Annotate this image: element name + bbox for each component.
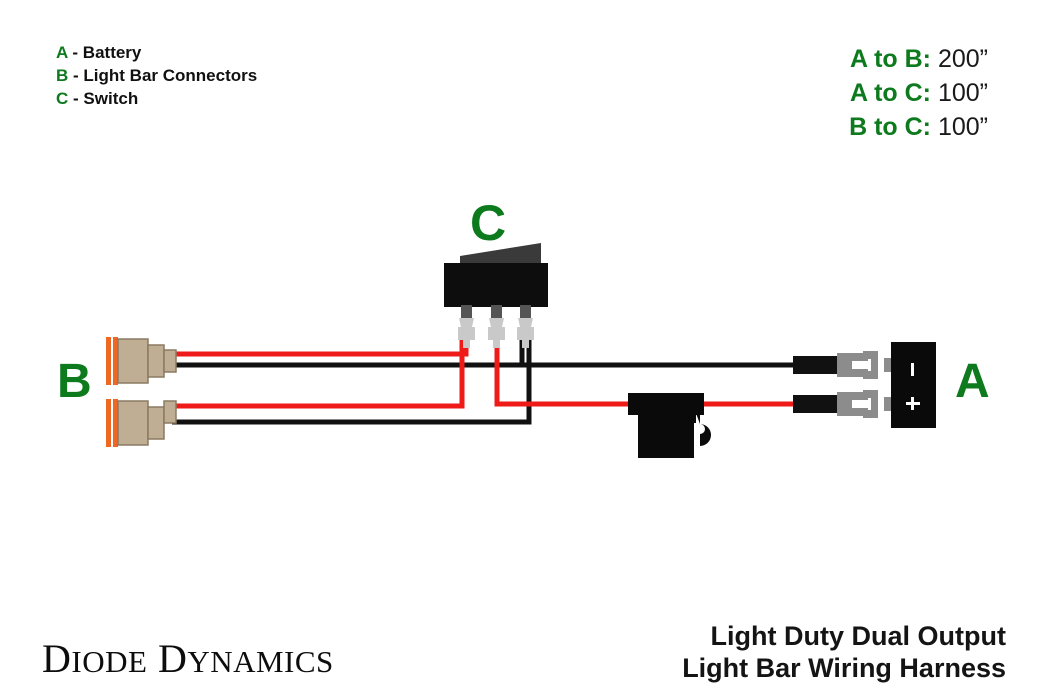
battery-block[interactable] bbox=[884, 342, 936, 428]
wire-bundle bbox=[172, 332, 800, 425]
battery-terminal-positive[interactable] bbox=[793, 390, 878, 418]
product-title-line1: Light Duty Dual Output bbox=[710, 621, 1006, 651]
brand-wordmark: DIODE DYNAMICS bbox=[42, 635, 334, 682]
legend-dash-a: - bbox=[72, 43, 79, 62]
switch-terminal-2[interactable] bbox=[488, 305, 505, 348]
reference-letter-b: B bbox=[57, 355, 92, 408]
switch-terminal-3[interactable] bbox=[517, 305, 534, 348]
reference-letter-c: C bbox=[470, 195, 507, 251]
brand-word2-cap: D bbox=[157, 636, 188, 681]
light-bar-connector-upper[interactable] bbox=[106, 337, 177, 385]
brand-word1-cap: D bbox=[42, 636, 72, 681]
measurement-label-bc: B to C: bbox=[849, 113, 931, 141]
reference-letter-a: A bbox=[955, 355, 990, 408]
switch-body[interactable] bbox=[444, 263, 548, 307]
legend-key-c: C bbox=[56, 89, 69, 108]
legend-item-a: A - Battery bbox=[56, 41, 486, 64]
battery-terminal-negative[interactable] bbox=[793, 351, 878, 379]
legend-key-a: A bbox=[56, 43, 68, 62]
legend-dash-b: - bbox=[73, 66, 79, 85]
battery-positive-symbol bbox=[906, 397, 920, 410]
measurement-label-ab: A to B: bbox=[850, 45, 931, 73]
product-title: Light Duty Dual Output Light Bar Wiring … bbox=[682, 620, 1006, 684]
measurement-value-ac: 100” bbox=[937, 79, 988, 107]
legend-item-c: C - Switch bbox=[56, 87, 486, 110]
wire-red-lower-connector bbox=[172, 332, 465, 409]
measurements-panel: A to B: 200” A to C: 100” B to C: 100” bbox=[849, 42, 988, 144]
measurement-value-bc: 100” bbox=[937, 113, 988, 141]
measurement-row-ab: A to B: 200” bbox=[849, 42, 988, 76]
legend-label-a: Battery bbox=[82, 43, 142, 62]
product-title-line2: Light Bar Wiring Harness bbox=[682, 653, 1006, 683]
fuse-pull-loop bbox=[694, 408, 711, 446]
legend-item-b: B - Light Bar Connectors bbox=[56, 64, 486, 87]
legend-label-c: Switch bbox=[83, 89, 139, 108]
legend: A - Battery B - Light Bar Connectors C -… bbox=[56, 41, 486, 110]
rocker-switch[interactable] bbox=[444, 243, 548, 348]
legend-label-b: Light Bar Connectors bbox=[83, 66, 258, 85]
measurement-row-ac: A to C: 100” bbox=[849, 76, 988, 110]
light-bar-connector-lower[interactable] bbox=[106, 399, 177, 447]
legend-dash-c: - bbox=[73, 89, 79, 108]
wire-red-upper-connector bbox=[172, 332, 469, 357]
inline-fuse-holder[interactable] bbox=[628, 393, 711, 458]
switch-rocker-paddle[interactable] bbox=[460, 243, 541, 268]
measurement-row-bc: B to C: 100” bbox=[849, 110, 988, 144]
brand-word2-rest: YNAMICS bbox=[187, 644, 334, 679]
battery-negative-symbol bbox=[911, 363, 914, 376]
measurement-label-ac: A to C: bbox=[850, 79, 931, 107]
wire-black-lower-connector bbox=[172, 332, 532, 425]
legend-key-b: B bbox=[56, 66, 69, 85]
switch-terminal-1[interactable] bbox=[458, 305, 475, 348]
measurement-value-ab: 200” bbox=[937, 45, 988, 73]
brand-word1-rest: IODE bbox=[71, 644, 148, 679]
